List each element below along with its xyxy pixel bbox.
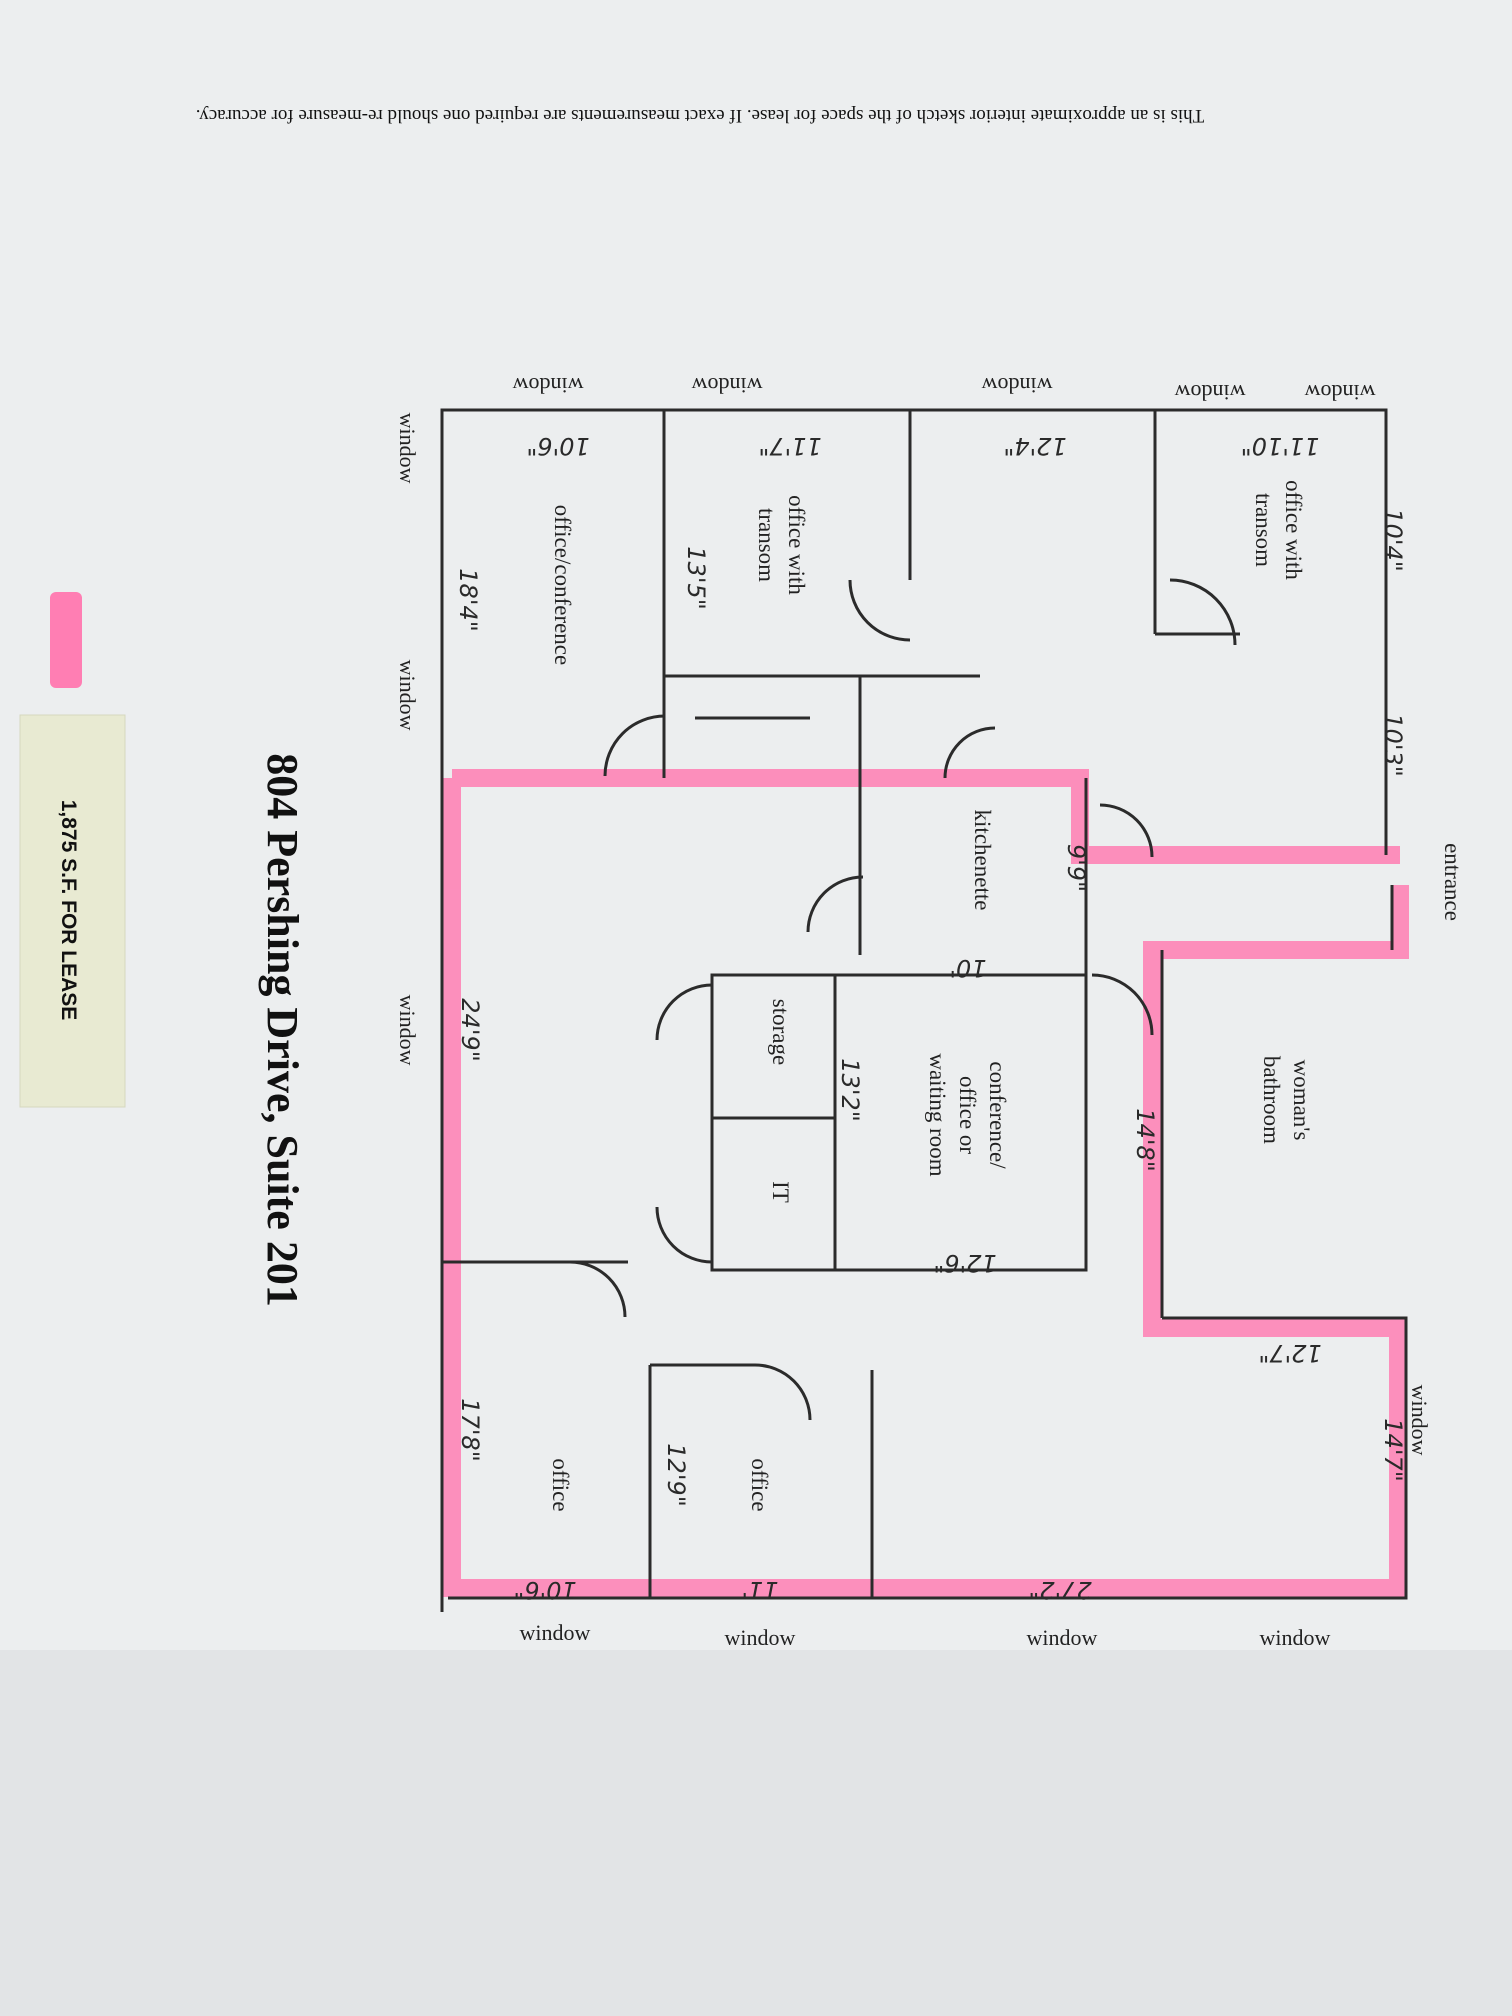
dim-d18: 12'9" xyxy=(662,1443,690,1506)
window-left-3: window xyxy=(395,995,420,1066)
door-storage xyxy=(655,983,713,1041)
room-bathroom-line1: woman's xyxy=(1289,1060,1314,1141)
room-office-transom-1-line2: transom xyxy=(1251,493,1276,567)
lease-label: 1,875 S.F. FOR LEASE xyxy=(57,800,80,1021)
sticker-background xyxy=(19,714,126,1108)
dim-d13: 12'6" xyxy=(933,1249,996,1277)
dim-d1: 10'4" xyxy=(1379,508,1407,571)
dim-d2: 10'3" xyxy=(1379,713,1407,776)
room-office-transom-2-line1: office with xyxy=(784,495,809,595)
room-office-b: office xyxy=(548,1458,573,1511)
room-conference-line1: conference/ xyxy=(985,1061,1010,1169)
disclaimer-text: This is an approximate interior sketch o… xyxy=(196,105,1204,126)
window-labels: window window window window window windo… xyxy=(395,373,1432,1650)
window-top-1: window xyxy=(1304,380,1375,405)
doors xyxy=(569,578,1237,1421)
room-conference-line2: office or xyxy=(955,1076,980,1154)
walls xyxy=(440,408,1408,1612)
room-entrance: entrance xyxy=(1440,843,1465,921)
door-it xyxy=(655,1206,713,1264)
dim-d17: 17'8" xyxy=(456,1398,484,1461)
pink-tab xyxy=(50,592,82,688)
room-bathroom: woman's bathroom xyxy=(1259,1056,1314,1144)
room-office-conference: office/conference xyxy=(550,505,575,665)
window-top-5: window xyxy=(512,373,583,398)
dim-d9: 9'9" xyxy=(1062,844,1090,892)
door-hall xyxy=(943,726,996,779)
window-bottom-3: window xyxy=(725,1625,796,1650)
window-bottom-2: window xyxy=(1027,1625,1098,1650)
dim-d8: 18'4" xyxy=(454,568,482,631)
page-title: 804 Pershing Drive, Suite 201 xyxy=(258,753,307,1307)
door-office-2 xyxy=(848,579,911,642)
room-conference-line3: waiting room xyxy=(925,1053,950,1176)
door-office-b xyxy=(754,1363,812,1421)
highlight-perimeter xyxy=(443,778,1409,1597)
dim-d10: 10' xyxy=(949,954,986,982)
outer-wall-right xyxy=(448,1316,1408,1600)
window-left-1: window xyxy=(395,413,420,484)
door-kitchenette xyxy=(806,875,864,933)
door-office-a xyxy=(569,1260,627,1318)
window-top-3: window xyxy=(981,373,1052,398)
room-office-transom-2-line2: transom xyxy=(754,508,779,582)
dim-d7: 13'5" xyxy=(682,546,710,609)
lease-sticker: 1,875 S.F. FOR LEASE xyxy=(19,714,126,1108)
dim-d20: 11' xyxy=(741,1576,778,1604)
room-office-transom-1-line1: office with xyxy=(1281,480,1306,580)
dimension-labels: 10'4" 10'3" 11'10" 12'4" 11'7" 10'6" 13'… xyxy=(454,432,1407,1604)
dim-d5: 11'7" xyxy=(758,432,821,460)
outer-wall-top-left xyxy=(440,408,1388,1612)
dim-d21: 10'6" xyxy=(513,1576,576,1604)
room-office-a: office xyxy=(747,1458,772,1511)
dim-d6: 10'6" xyxy=(526,432,589,460)
window-bottom-4: window xyxy=(520,1620,591,1645)
door-office-1 xyxy=(1169,578,1237,646)
window-bottom-1: window xyxy=(1260,1625,1331,1650)
dim-d14: 12'7" xyxy=(1258,1339,1321,1367)
dim-d4: 12'4" xyxy=(1003,432,1066,460)
dim-d16: 14'7" xyxy=(1379,1418,1407,1481)
door-office-conference xyxy=(603,714,666,777)
room-storage: storage xyxy=(768,999,793,1065)
door-bathroom xyxy=(1091,973,1154,1036)
dim-d12: 13'2" xyxy=(836,1058,864,1121)
room-kitchenette: kitchenette xyxy=(970,810,995,911)
suite-highlight xyxy=(443,769,1409,1597)
dim-d15: 24'9" xyxy=(456,998,484,1061)
room-office-transom-2: office with transom xyxy=(754,495,809,595)
dim-d11: 14'8" xyxy=(1131,1108,1159,1171)
conference-block xyxy=(710,973,1088,1272)
room-conference: conference/ office or waiting room xyxy=(925,1053,1010,1176)
window-left-2: window xyxy=(395,660,420,731)
door-entrance xyxy=(1099,803,1154,858)
room-office-transom-1: office with transom xyxy=(1251,480,1306,580)
window-top-2: window xyxy=(1174,380,1245,405)
room-it: IT xyxy=(768,1181,793,1203)
paper-shadow xyxy=(0,1650,1512,2016)
window-right-1: window xyxy=(1407,1385,1432,1456)
highlight-kitchen-top xyxy=(652,769,1400,864)
window-top-4: window xyxy=(691,373,762,398)
room-labels: office with transom office with transom … xyxy=(548,480,1465,1512)
dim-d3: 11'10" xyxy=(1241,432,1320,460)
dim-d19: 27'2" xyxy=(1028,1576,1091,1604)
room-bathroom-line2: bathroom xyxy=(1259,1056,1284,1144)
